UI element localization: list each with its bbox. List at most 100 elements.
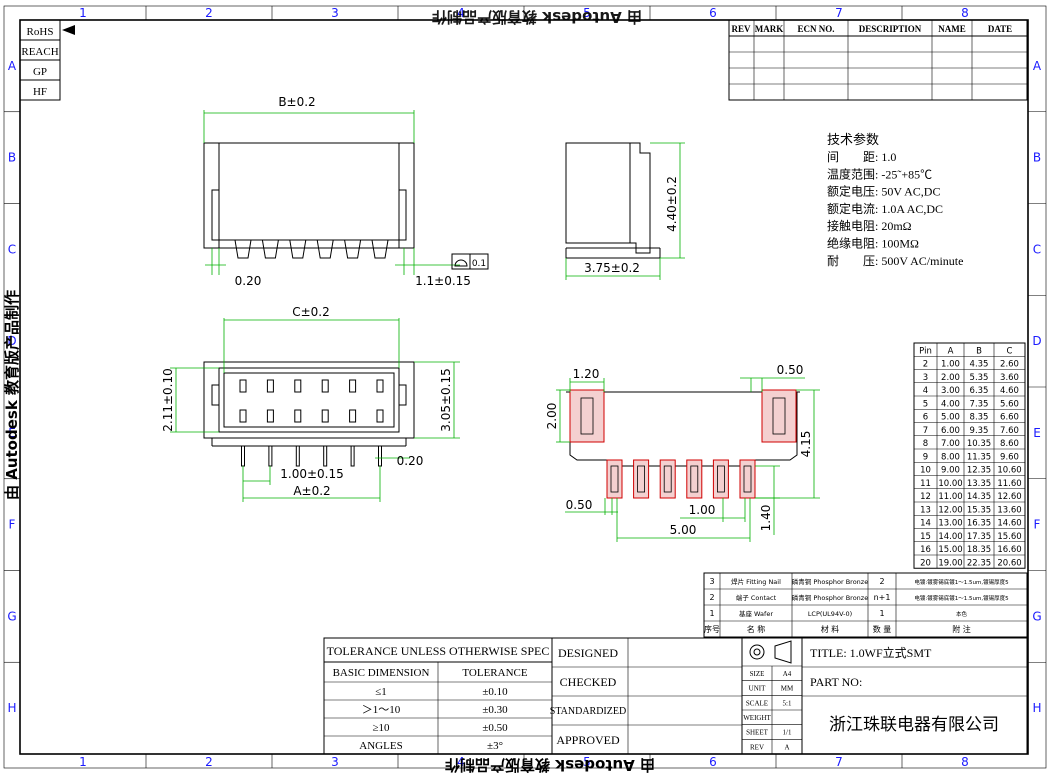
- pin-table-cell: 11.00: [938, 492, 962, 502]
- spec-line: 温度范围: -25˜+85℃: [827, 166, 932, 181]
- front-view: B±0.2 0.20 1.1±0.15 0.1: [203, 95, 489, 288]
- projection-symbol-icon: [749, 644, 765, 660]
- pin-table-cell: 15.60: [997, 532, 1021, 542]
- tolerance-col-basic: BASIC DIMENSION: [333, 667, 430, 679]
- pin-table-cell: 3.00: [941, 386, 960, 396]
- contact-bottom: [239, 409, 247, 423]
- dim-0-20-b: 0.20: [397, 454, 424, 468]
- contact-leg: [295, 445, 300, 467]
- rev-header-name: NAME: [938, 24, 966, 34]
- zone-row-right: C: [1033, 242, 1041, 256]
- contact-top: [294, 379, 302, 393]
- dim-b: B±0.2: [278, 95, 315, 109]
- dim-3-05: 3.05±0.15: [439, 368, 453, 432]
- front-pin: [371, 239, 389, 259]
- dim-flatness: 0.1: [472, 259, 486, 269]
- bom-cell: 3: [709, 577, 714, 586]
- spec-line: 接触电阻: 20mΩ: [827, 218, 912, 233]
- bom-cell: LCP(UL94V-0): [808, 610, 852, 618]
- tolerance-value: ±3°: [487, 740, 503, 752]
- contact-bottom: [321, 409, 329, 423]
- rev-header-ecn: ECN NO.: [797, 24, 834, 34]
- pin-table-header: C: [1007, 346, 1013, 356]
- front-pin: [234, 239, 252, 259]
- pin-table-cell: 2.00: [941, 373, 960, 383]
- contact-leg: [241, 445, 245, 467]
- bom-cell: 基座 Wafer: [739, 609, 773, 618]
- pin-table-header: A: [948, 346, 954, 356]
- contact-leg: [350, 445, 355, 467]
- tolerance-range: ≤1: [375, 686, 387, 698]
- contact-top: [266, 379, 274, 393]
- specs-title: 技术参数: [827, 132, 879, 147]
- dim-1-00: 1.00: [689, 503, 716, 517]
- pin-table-cell: 11.60: [997, 479, 1021, 489]
- pin-table-cell: 11.35: [967, 452, 991, 462]
- approval-designed: DESIGNED: [558, 646, 618, 660]
- pin-table-cell: 6: [923, 413, 928, 423]
- pin-table-cell: 13.35: [967, 479, 991, 489]
- zone-col-top: 6: [709, 6, 717, 20]
- contact-bottom: [376, 409, 384, 423]
- pin-table-cell: 9.60: [1000, 452, 1019, 462]
- pin-table-cell: 20: [920, 558, 931, 568]
- pin-table-cell: 11: [920, 479, 931, 489]
- approval-approved: APPROVED: [556, 733, 620, 747]
- dim-1-1: 1.1±0.15: [415, 274, 471, 288]
- bom-cell: n+1: [874, 593, 891, 602]
- zone-row-right: F: [1034, 518, 1041, 532]
- approval-block: DESIGNED CHECKED STANDARDIZED APPROVED: [550, 637, 743, 755]
- bom-cell: 焊片 Fitting Nail: [731, 577, 781, 586]
- tolerance-table: TOLERANCE UNLESS OTHERWISE SPEC BASIC DI…: [323, 637, 553, 755]
- pin-table-cell: 14.60: [997, 519, 1021, 529]
- pcb-pads: [606, 459, 756, 499]
- zone-row-right: B: [1033, 151, 1041, 165]
- bom-cell: 端子 Contact: [736, 593, 777, 602]
- zone-col-top: 8: [961, 6, 969, 20]
- pin-table-cell: 6.00: [941, 426, 960, 436]
- bom-header: 名 称: [747, 624, 766, 634]
- flatness-icon: [454, 259, 468, 267]
- zone-row-left: D: [7, 334, 16, 348]
- pin-table-cell: 8: [923, 439, 928, 449]
- dim-1-40: 1.40: [759, 505, 773, 532]
- pin-table-cell: 9: [923, 452, 928, 462]
- revision-block: REV MARK ECN NO. DESCRIPTION NAME DATE: [728, 19, 1028, 101]
- pin-table-cell: 13.00: [938, 519, 962, 529]
- contact-bottom: [349, 409, 357, 423]
- pin-table-cell: 4.00: [941, 399, 960, 409]
- zone-row-left: A: [8, 59, 17, 73]
- pin-table-cell: 19.00: [938, 558, 962, 568]
- pin-table-cell: 7.35: [970, 399, 989, 409]
- pin-table-cell: 2.60: [1000, 360, 1019, 370]
- pin-table-cell: 5.60: [1000, 399, 1019, 409]
- part-no-label: PART NO:: [810, 675, 862, 689]
- pin-table-cell: 14: [920, 519, 931, 529]
- tolerance-range: ≥10: [372, 722, 390, 734]
- top-contacts: [239, 379, 384, 467]
- pin-table-cell: 16.35: [967, 519, 991, 529]
- rev-header-description: DESCRIPTION: [859, 24, 922, 34]
- bom-cell: 电镀:镀雾锡底镀1～1.5um,镀锡厚度5: [914, 594, 1009, 602]
- zone-col-top: 3: [331, 6, 339, 20]
- contact-top: [376, 379, 384, 393]
- pin-table-cell: 4.60: [1000, 386, 1019, 396]
- info-value: A: [784, 743, 789, 751]
- pin-table-cell: 2: [923, 360, 928, 370]
- title-text: TITLE: 1.0WF立式SMT: [810, 645, 932, 660]
- rev-header-date: DATE: [988, 24, 1012, 34]
- watermark-left: 由 Autodesk 教育版产品制作: [3, 290, 21, 500]
- spec-line: 额定电压: 50V AC,DC: [827, 184, 940, 199]
- front-pin: [261, 239, 279, 259]
- contact-leg: [378, 445, 382, 467]
- pin-table-cell: 13: [920, 505, 931, 515]
- pin-table-cell: 5.00: [941, 413, 960, 423]
- info-label: REV: [750, 743, 764, 751]
- tolerance-header: TOLERANCE UNLESS OTHERWISE SPEC: [327, 644, 550, 658]
- pin-table-cell: 17.35: [967, 532, 991, 542]
- watermark-top: 由 Autodesk 教育版产品制作: [432, 8, 642, 26]
